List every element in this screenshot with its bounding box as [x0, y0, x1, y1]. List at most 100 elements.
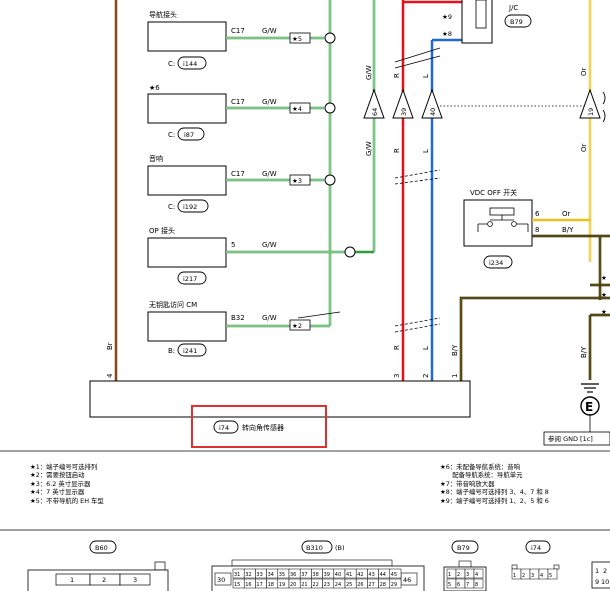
module-5-tag: ★2	[292, 322, 302, 330]
conn-b60-label: B60	[95, 544, 108, 552]
b310-row2-pin: 19	[279, 582, 285, 588]
b310-pin-46: 46	[403, 576, 411, 584]
b79-row1-pin: 3	[466, 572, 469, 578]
triangle-or-label: 19	[587, 108, 595, 116]
right-star-2: ★	[601, 291, 607, 299]
note-right-4: ★8：端子编号可选排列 3、4、7 和 8	[440, 488, 549, 497]
right-star-1: ★	[601, 274, 607, 282]
r-lower-label: R	[393, 148, 401, 153]
vdc-conn: i234	[489, 259, 503, 267]
b310-row2-pin: 23	[324, 582, 330, 588]
ground-ref: 参阅 GND [1c]	[548, 434, 593, 443]
i74-pin: 1	[513, 573, 516, 579]
pin4-label: 4	[106, 373, 114, 378]
b310-row1-pin: 34	[268, 572, 274, 578]
b310-row1-pin: 45	[391, 572, 397, 578]
pin1-label: 1	[451, 374, 459, 378]
b310-row1-pin: 31	[234, 572, 240, 578]
conn-b60-face: 1 2 3	[27, 561, 169, 591]
module-4-conn: i217	[183, 275, 197, 283]
note-left-5: ★5：不带导航的 EH 车型	[30, 496, 104, 505]
b310-row1-pin: 44	[380, 572, 386, 578]
module-3-pin: C17	[231, 170, 245, 178]
module-3-title: 音响	[149, 154, 163, 163]
l-upper-label: L	[422, 74, 430, 78]
i74-pin: 2	[522, 573, 525, 579]
b60-pin-2: 2	[102, 576, 106, 584]
vdc-title: VDC OFF 开关	[470, 188, 517, 197]
note-right-5: ★9：端子编号可选排列 1、2、5 和 6	[440, 496, 549, 505]
module-3-conn: i192	[183, 203, 197, 211]
vdc-off-switch: VDC OFF 开关 6 Or 8 B/Y i234	[463, 188, 610, 269]
b310-row1-cell	[389, 568, 402, 579]
by-bottom-label: B/Y	[451, 344, 459, 356]
jc-label: J/C	[508, 4, 518, 12]
module-5-wire: G/W	[262, 314, 277, 322]
b79-row2-pin: 5	[448, 582, 451, 588]
or-lower-label: Or	[580, 143, 588, 152]
b310-row2-pin: 20	[290, 582, 296, 588]
module-4-pin: 5	[231, 241, 235, 249]
star8-label: ★8	[442, 30, 452, 38]
module-2-title: ★6	[149, 84, 160, 92]
b310-row2-pin: 16	[245, 582, 251, 588]
triangle-gw: 64	[363, 88, 385, 119]
b79-row1-cell	[473, 568, 484, 579]
b310-row2-pin: 28	[380, 582, 386, 588]
i74-cell	[547, 568, 558, 580]
module-1-conn-prefix: C:	[168, 60, 175, 68]
b310-row2-pin: 18	[268, 582, 274, 588]
ground-symbol: E 参阅 GND [1c]	[543, 383, 610, 446]
b310-row2-pin: 17	[256, 582, 262, 588]
edge-pin-10: 10	[601, 578, 609, 586]
l-bottom-label: L	[422, 346, 430, 350]
triangle-gw-label: 64	[371, 108, 379, 116]
b310-row2-pin: 22	[312, 582, 318, 588]
b310-row1-pin: 37	[301, 572, 307, 578]
module-2-conn-prefix: C:	[168, 131, 175, 139]
edge-pin-2: 2	[603, 567, 607, 575]
note-right-1: ★6：未配备导航系统：音响	[440, 463, 521, 471]
module-3: 音响 C17 G/W ★3 C: i192	[147, 154, 336, 213]
note-right-3: ★7：带音响放大器	[440, 479, 495, 488]
module-5-conn: i241	[183, 347, 197, 355]
b60-pin-1: 1	[70, 576, 74, 584]
jc-tag: B79	[510, 18, 523, 26]
b310-row2-pin: 15	[234, 582, 240, 588]
module-2-conn: i87	[184, 131, 194, 139]
module-2-tag: ★4	[292, 105, 302, 113]
note-left-2: ★2：需要按钮启动	[30, 471, 85, 480]
b310-row2-pin: 29	[391, 582, 397, 588]
or-upper-label: Or	[580, 67, 588, 76]
b79-row1-pin: 1	[448, 572, 451, 578]
module-1-conn: i144	[183, 60, 197, 68]
b79-row1-pin: 2	[457, 572, 460, 578]
sensor-name: 转向角传感器	[242, 423, 284, 432]
by-wire-to-sensor	[459, 296, 610, 381]
b310-row1-pin: 41	[346, 572, 352, 578]
by-right-label: B/Y	[580, 346, 588, 358]
notes-left: ★1：端子编号可选排列 ★2：需要按钮启动 ★3：6.2 英寸显示器 ★4：7 …	[30, 463, 104, 505]
b310-pin-30: 30	[217, 576, 225, 584]
gw-upper-label: G/W	[365, 65, 373, 80]
module-3-tag: ★3	[292, 177, 302, 185]
module-3-wire: G/W	[262, 170, 277, 178]
b310-row1-pin: 36	[290, 572, 296, 578]
br-label: Br	[106, 342, 114, 350]
module-2-wire: G/W	[262, 98, 277, 106]
b310-row1-pin: 33	[256, 572, 262, 578]
b310-row1-pin: 43	[368, 572, 374, 578]
b79-row2-cell	[473, 578, 484, 589]
b310-row2-pin: 26	[357, 582, 363, 588]
edge-pin-9: 9	[595, 578, 599, 586]
b310-row2-pin: 25	[346, 582, 352, 588]
pin2-label: 2	[422, 374, 430, 378]
conn-edge-face: 1 2 9 10	[591, 561, 610, 589]
i74-pin: 3	[531, 573, 534, 579]
b310-row2-pin: 21	[301, 582, 307, 588]
module-4-title: OP 接头	[149, 226, 175, 235]
b310-row1-pin: 35	[279, 572, 285, 578]
